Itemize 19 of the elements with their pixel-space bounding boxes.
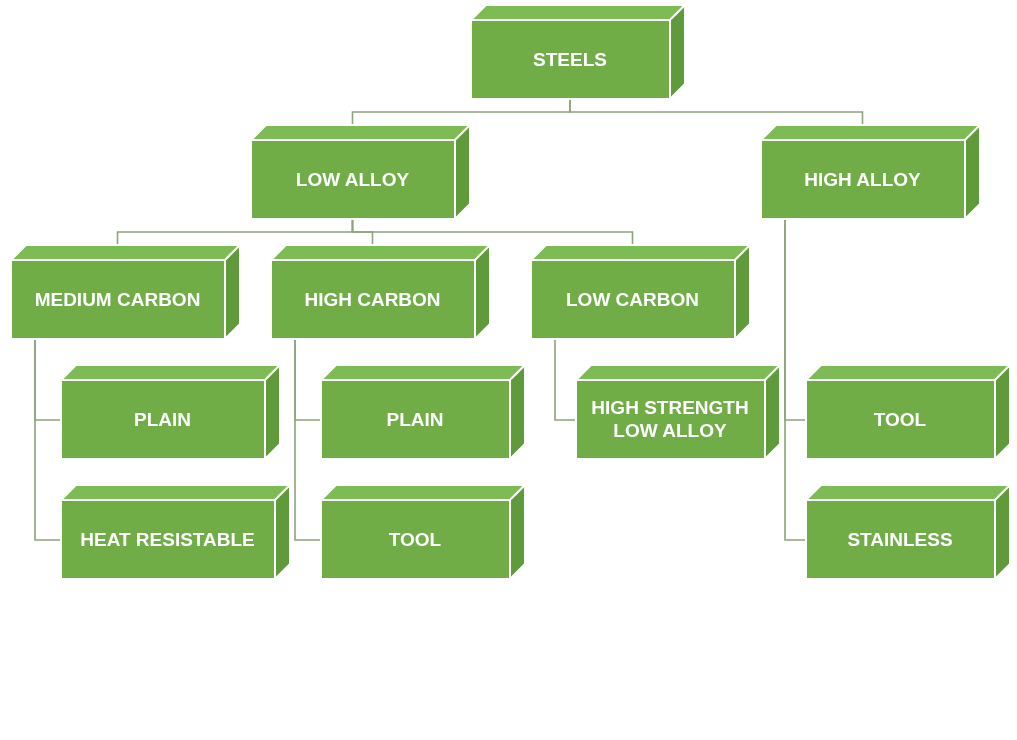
- block-label: HIGH CARBON: [304, 288, 441, 312]
- connector-line: [34, 339, 61, 541]
- block-label: PLAIN: [134, 408, 191, 432]
- block-label: PLAIN: [386, 408, 444, 432]
- block-label: STEELS: [533, 48, 607, 72]
- connector-line: [351, 219, 634, 245]
- block-label: HIGH STRENGTH LOW ALLOY: [590, 397, 750, 443]
- block-label: STAINLESS: [847, 528, 953, 552]
- connector-line: [554, 339, 576, 421]
- block-label: TOOL: [388, 528, 442, 552]
- block-label: HIGH ALLOY: [804, 168, 921, 192]
- connector-line: [784, 219, 806, 541]
- block-label: HEAT RESISTABLE: [80, 528, 255, 552]
- connector-line: [569, 99, 864, 125]
- block-label: TOOL: [873, 408, 927, 432]
- block-label: LOW ALLOY: [295, 168, 410, 192]
- block-label: MEDIUM CARBON: [34, 288, 201, 312]
- connector-line: [294, 339, 321, 541]
- block-label: LOW CARBON: [566, 288, 699, 312]
